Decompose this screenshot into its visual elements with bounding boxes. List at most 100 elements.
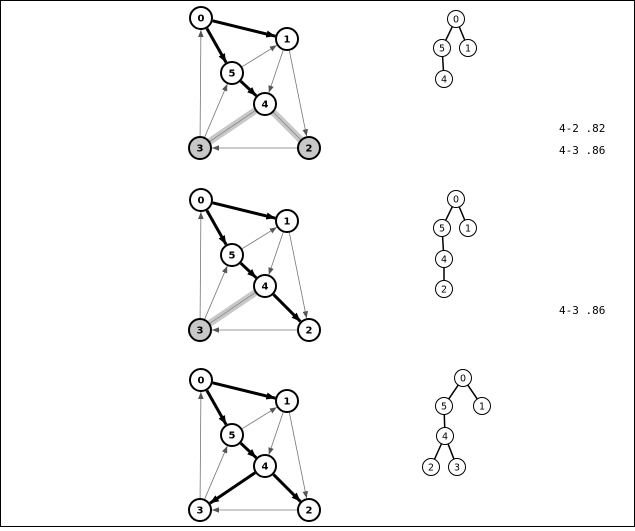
tree-edge-0-1 (213, 383, 276, 398)
tree-node-label: 0 (453, 15, 459, 26)
graph-node-5: 5 (221, 62, 243, 84)
tree-node-label: 4 (442, 432, 448, 443)
tree-edge-4-3 (210, 473, 255, 504)
tree-node-2: 2 (436, 281, 453, 298)
tree-node-5: 5 (434, 40, 451, 57)
tree-edge-4-2 (273, 294, 300, 321)
tree-link-5-4 (443, 56, 444, 70)
graph-node-label: 5 (229, 69, 236, 80)
tree-node-4: 4 (436, 71, 453, 88)
tree-link-0-1 (468, 385, 477, 399)
tree-node-5: 5 (434, 220, 451, 237)
tree-edge-0-1 (213, 21, 276, 36)
graph-node-4: 4 (254, 455, 276, 477)
tree-edge-0-5 (207, 390, 226, 424)
tree-link-5-4 (443, 236, 444, 250)
graph-node-label: 4 (262, 100, 269, 111)
tree-edge-0-5 (207, 210, 226, 244)
graph-node-label: 2 (306, 144, 313, 155)
graph-node-1: 1 (276, 390, 298, 412)
tree-node-label: 4 (441, 255, 447, 266)
graph-node-2: 2 (298, 319, 320, 341)
tree-node-1: 1 (460, 40, 477, 57)
fringe-edge-core-4-3 (210, 111, 255, 142)
tree-node-label: 5 (439, 224, 445, 235)
graph-node-label: 2 (306, 326, 313, 337)
edge-5-1 (242, 227, 277, 248)
tree-edge-5-4 (241, 263, 257, 278)
edge-3-0 (200, 30, 201, 136)
edge-1-2 (289, 413, 306, 498)
graph-node-4: 4 (254, 275, 276, 297)
tree-node-label: 5 (441, 402, 447, 413)
tree-edge-0-1 (213, 203, 276, 218)
tree-node-4: 4 (436, 251, 453, 268)
edge-1-4 (269, 50, 283, 92)
tree-node-label: 0 (453, 195, 459, 206)
tree-link-0-1 (459, 27, 465, 40)
tree-node-0: 0 (448, 11, 465, 28)
tree-edge-5-4 (241, 443, 257, 458)
spanning-tree-3: 0 5 1 4 2 3 (423, 370, 491, 476)
graph-node-label: 0 (198, 376, 205, 387)
tree-node-1: 1 (460, 220, 477, 237)
tree-link-0-5 (449, 385, 458, 399)
graph-node-4: 4 (254, 93, 276, 115)
graph-node-0: 0 (190, 7, 212, 29)
graph-node-label: 1 (284, 217, 291, 228)
tree-node-label: 3 (454, 463, 460, 474)
edge-1-4 (269, 232, 283, 274)
tree-link-0-5 (446, 27, 453, 41)
tree-node-3: 3 (449, 459, 466, 476)
graph-node-label: 3 (197, 326, 204, 337)
queue-entry: 4-2 .82 (559, 122, 605, 135)
graph-node-3: 3 (189, 319, 211, 341)
edge-5-1 (242, 407, 277, 428)
edge-3-0 (200, 212, 201, 318)
graph-node-label: 0 (198, 14, 205, 25)
tree-edge-4-2 (273, 474, 300, 501)
tree-node-label: 0 (460, 374, 466, 385)
spanning-tree-2: 0 5 1 4 2 (434, 191, 477, 298)
edge-3-5 (205, 446, 228, 499)
tree-link-0-5 (446, 207, 453, 221)
graph-node-2: 2 (298, 499, 320, 521)
graph-node-label: 5 (229, 431, 236, 442)
graph-node-1: 1 (276, 210, 298, 232)
tree-link-4-2 (434, 444, 441, 460)
graph-node-5: 5 (221, 244, 243, 266)
tree-node-label: 2 (428, 463, 434, 474)
tree-edge-0-5 (207, 28, 226, 62)
graph-node-label: 4 (262, 462, 269, 473)
tree-node-0: 0 (448, 191, 465, 208)
tree-node-4: 4 (437, 428, 454, 445)
tree-link-4-3 (448, 444, 454, 459)
tree-node-label: 2 (441, 285, 447, 296)
edge-1-2 (289, 51, 306, 136)
spanning-tree-1: 0 5 1 4 (434, 11, 477, 88)
tree-link-0-1 (459, 207, 465, 220)
edge-3-0 (200, 392, 201, 498)
tree-node-label: 1 (479, 402, 485, 413)
edge-5-1 (242, 45, 277, 66)
tree-node-0: 0 (455, 370, 472, 387)
graph-node-label: 1 (284, 35, 291, 46)
graph-node-2: 2 (298, 137, 320, 159)
tree-node-label: 4 (441, 75, 447, 86)
tree-node-1: 1 (474, 398, 491, 415)
tree-node-label: 1 (465, 224, 471, 235)
graph-node-label: 5 (229, 251, 236, 262)
fringe-edge-core-4-3 (210, 293, 255, 324)
graph-node-label: 1 (284, 397, 291, 408)
fringe-edge-core-4-2 (273, 112, 300, 139)
graph-node-label: 4 (262, 282, 269, 293)
tree-node-5: 5 (436, 398, 453, 415)
graph-node-3: 3 (189, 137, 211, 159)
graph-node-0: 0 (190, 189, 212, 211)
tree-node-label: 1 (465, 44, 471, 55)
tree-edge-5-4 (241, 81, 257, 96)
